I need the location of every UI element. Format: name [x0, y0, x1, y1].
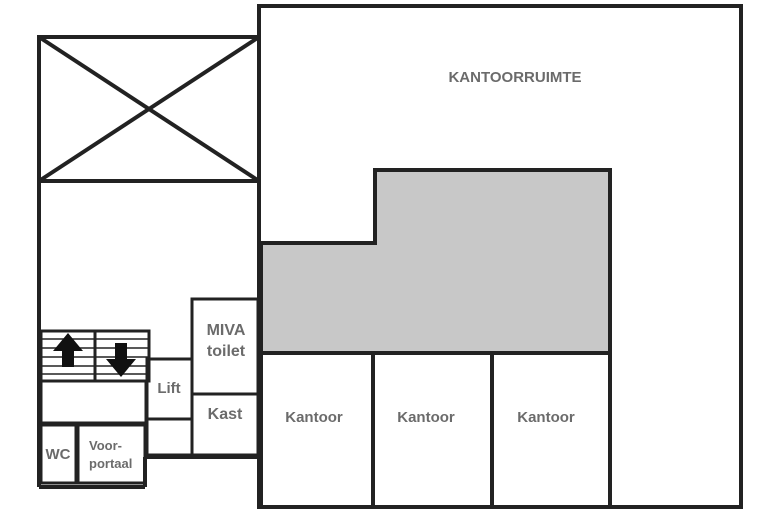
- voorportaal-label-line2: portaal: [89, 456, 132, 471]
- office-2: [371, 351, 494, 509]
- voorportaal-room: [76, 423, 147, 485]
- office-2-label: Kantoor: [397, 409, 455, 426]
- office-space-label: KANTOORRUIMTE: [448, 69, 581, 86]
- voorportaal-label-line1: Voor-: [89, 438, 122, 453]
- miva-toilet-label-line2: toilet: [207, 343, 246, 360]
- arrow-up-icon: [53, 333, 83, 367]
- shaded-area: [259, 168, 612, 355]
- office-1-label: Kantoor: [285, 409, 343, 426]
- miva-toilet-label-line1: MIVA: [207, 322, 246, 339]
- office-1: [259, 351, 375, 509]
- lift-label: Lift: [157, 380, 180, 397]
- wc-room: [39, 423, 78, 485]
- landing-room: [39, 379, 148, 425]
- arrow-down-icon: [106, 343, 136, 377]
- kast-label: Kast: [208, 406, 243, 423]
- void-shaft: [37, 35, 261, 183]
- office-3-label: Kantoor: [517, 409, 575, 426]
- office-3: [490, 351, 612, 509]
- wc-label: WC: [46, 446, 71, 463]
- lift-lower-shaft: [145, 417, 194, 457]
- kast-room: [190, 392, 260, 457]
- staircase: [39, 329, 151, 383]
